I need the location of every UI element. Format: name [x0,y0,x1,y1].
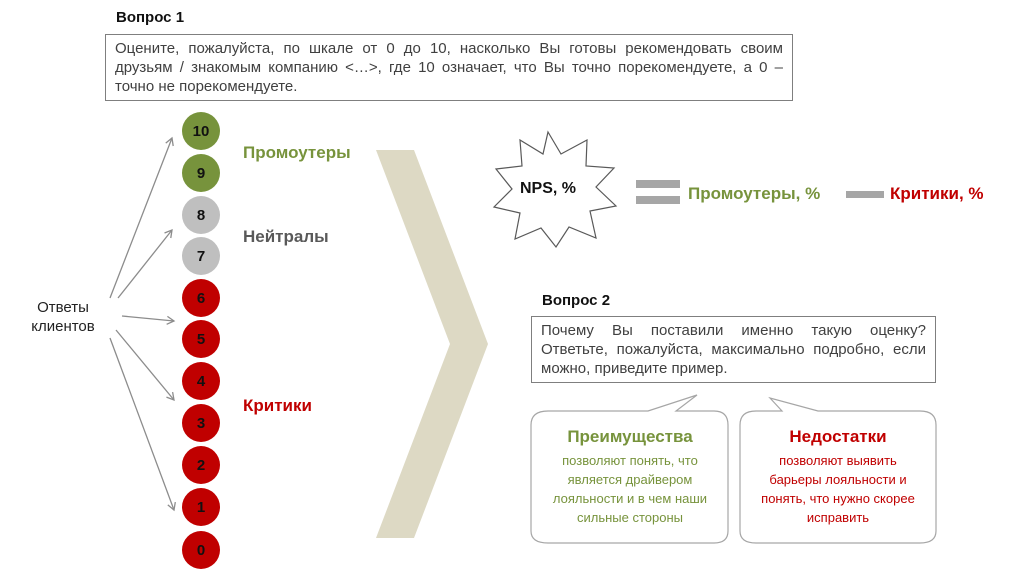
score-circle-9: 9 [182,154,220,192]
advantages-bubble: Преимущества позволяют понять, что являе… [538,427,722,527]
score-circle-0: 0 [182,531,220,569]
advantages-text: позволяют понять, что является драйвером… [552,453,708,525]
score-circle-5: 5 [182,320,220,358]
response-arrows [109,136,176,512]
advantages-title: Преимущества [567,427,693,446]
customers-label: Ответы клиентов [31,299,95,335]
score-circle-8: 8 [182,196,220,234]
score-circle-2: 2 [182,446,220,484]
formula-promoters: Промоутеры, % [688,184,821,203]
equals-bar-bottom [636,196,680,204]
arrow-to-10 [109,136,174,299]
critics-label: Критики [243,396,312,415]
question1-text: Оцените, пожалуйста, по шкале от 0 до 10… [115,40,783,95]
question2-box: Почему Вы поставили именно такую оценку?… [531,316,936,383]
nps-starburst [492,130,618,249]
question1-heading: Вопрос 1 [116,9,185,26]
funnel-chevron [376,150,488,538]
disadvantages-text: позволяют выявить барьеры лояльности и п… [761,453,915,525]
arrow-to-1 [109,337,176,512]
disadvantages-title: Недостатки [789,427,887,446]
score-circle-10: 10 [182,112,220,150]
arrow-to-7 [117,228,173,299]
question2-text: Почему Вы поставили именно такую оценку?… [541,322,926,377]
score-circle-6: 6 [182,279,220,317]
score-circle-1: 1 [182,488,220,526]
minus-bar [846,191,884,198]
question2-heading: Вопрос 2 [542,292,611,309]
disadvantages-bubble: Недостатки позволяют выявить барьеры лоя… [752,427,924,527]
disadvantages-bubble-shape [739,396,937,544]
score-circle-4: 4 [182,362,220,400]
promoters-label: Промоутеры [243,143,351,162]
score-circle-3: 3 [182,404,220,442]
arrow-to-5 [121,315,176,325]
arrow-to-3 [115,329,175,402]
neutrals-label: Нейтралы [243,227,329,246]
score-circle-7: 7 [182,237,220,275]
nps-label: NPS, % [519,180,576,197]
equals-bar-top [636,180,680,188]
advantages-bubble-shape [530,394,729,544]
question1-box: Оцените, пожалуйста, по шкале от 0 до 10… [105,34,793,101]
formula-critics: Критики, % [890,184,984,203]
